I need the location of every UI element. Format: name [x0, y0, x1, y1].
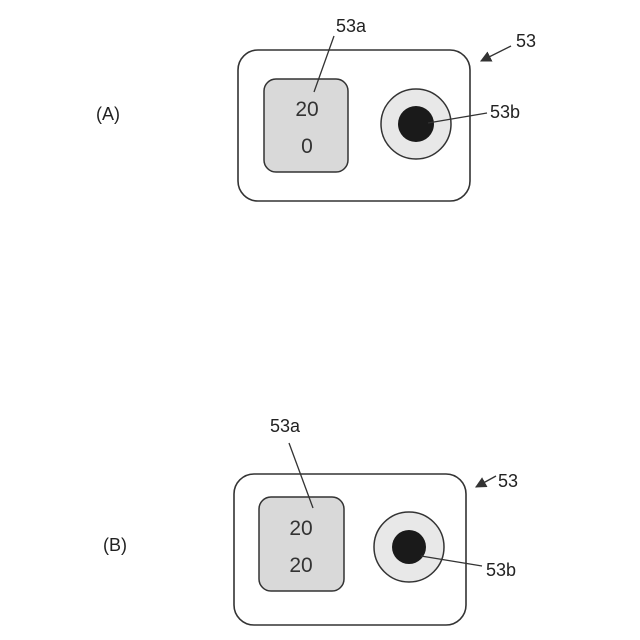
panel-b-indicator-ref: 53b	[486, 560, 516, 580]
panel-a: (A) 20 0 53a 53b 53	[96, 16, 536, 201]
panel-b-device-arrow	[476, 476, 496, 487]
panel-b-device-ref: 53	[498, 471, 518, 491]
panel-a-device-arrow	[481, 46, 511, 61]
panel-a-display	[264, 79, 348, 172]
panel-a-display-line1: 20	[295, 98, 318, 121]
panel-b-display-ref: 53a	[270, 416, 301, 436]
panel-a-indicator-ref: 53b	[490, 102, 520, 122]
panel-a-display-ref: 53a	[336, 16, 367, 36]
panel-a-device-ref: 53	[516, 31, 536, 51]
panel-b-display-line2: 20	[289, 554, 312, 577]
panel-b-display-line1: 20	[289, 517, 312, 540]
panel-a-label: (A)	[96, 104, 120, 124]
panel-b: (B) 20 20 53a 53b 53	[103, 416, 518, 625]
panel-b-label: (B)	[103, 535, 127, 555]
panel-b-indicator-dot	[392, 530, 426, 564]
panel-a-indicator-dot	[398, 106, 434, 142]
panel-a-display-line2: 0	[301, 135, 313, 158]
